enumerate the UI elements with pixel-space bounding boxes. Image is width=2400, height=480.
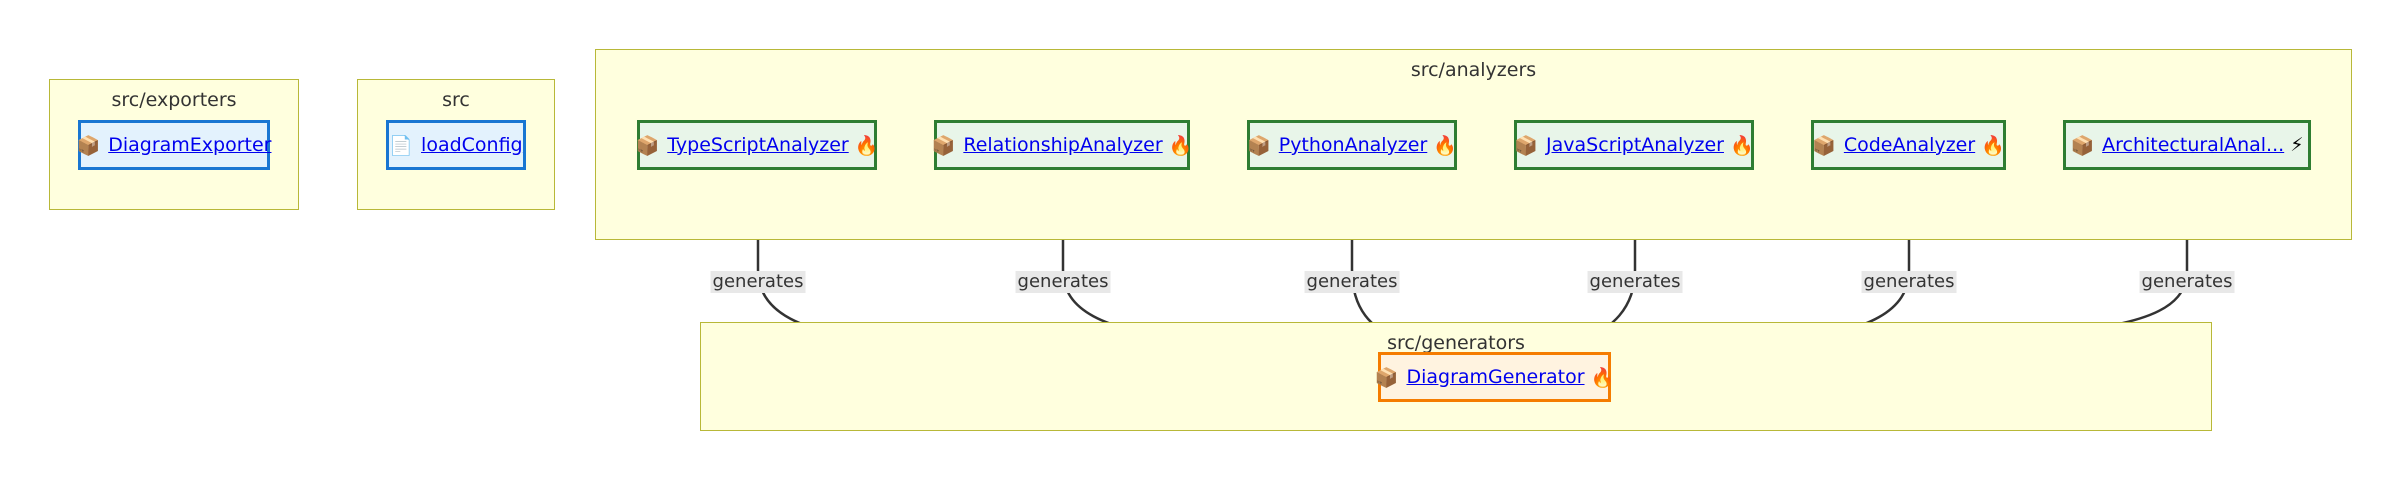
package-icon: 📦: [1247, 134, 1271, 157]
fire-icon: 🔥: [1168, 134, 1193, 157]
edge-label: generates: [1587, 271, 1683, 293]
fire-icon: 🔥: [1590, 366, 1615, 389]
package-icon: 📦: [2070, 134, 2095, 157]
edge-label: generates: [2139, 271, 2235, 293]
lightning-icon: ⚡: [2290, 134, 2304, 156]
node-relationship-analyzer[interactable]: 📦 RelationshipAnalyzer 🔥: [931, 120, 1193, 170]
cluster-label: src/analyzers: [1410, 59, 1537, 81]
node-diagram-exporter[interactable]: 📦 DiagramExporter: [76, 120, 272, 170]
package-icon: 📦: [76, 134, 101, 157]
cluster-src-analyzers: src/analyzers: [595, 49, 2352, 240]
node-architectural-analyzer[interactable]: 📦 ArchitecturalAnal... ⚡: [2063, 120, 2311, 170]
package-icon: 📦: [635, 134, 660, 157]
node-code-analyzer[interactable]: 📦 CodeAnalyzer 🔥: [1811, 120, 2006, 170]
document-icon: 📄: [389, 134, 414, 157]
node-link[interactable]: loadConfig: [421, 134, 523, 156]
package-icon: 📦: [931, 134, 956, 157]
node-link[interactable]: ArchitecturalAnal...: [2102, 134, 2285, 156]
node-link[interactable]: TypeScriptAnalyzer: [667, 134, 849, 156]
node-link[interactable]: DiagramExporter: [108, 134, 272, 156]
node-load-config[interactable]: 📄 loadConfig: [386, 120, 526, 170]
node-typescript-analyzer[interactable]: 📦 TypeScriptAnalyzer 🔥: [635, 120, 879, 170]
node-python-analyzer[interactable]: 📦 PythonAnalyzer 🔥: [1247, 120, 1457, 170]
fire-icon: 🔥: [1981, 134, 2005, 157]
edge-label: generates: [710, 271, 806, 293]
node-link[interactable]: RelationshipAnalyzer: [963, 134, 1163, 156]
node-link[interactable]: CodeAnalyzer: [1843, 134, 1976, 156]
edge-label: generates: [1015, 271, 1111, 293]
cluster-label: src: [442, 89, 470, 111]
fire-icon: 🔥: [854, 134, 879, 157]
package-icon: 📦: [1374, 366, 1399, 389]
node-javascript-analyzer[interactable]: 📦 JavaScriptAnalyzer 🔥: [1514, 120, 1754, 170]
fire-icon: 🔥: [1433, 134, 1457, 157]
edge-label: generates: [1861, 271, 1957, 293]
node-diagram-generator[interactable]: 📦 DiagramGenerator 🔥: [1374, 352, 1614, 402]
node-link[interactable]: JavaScriptAnalyzer: [1546, 134, 1724, 156]
package-icon: 📦: [1812, 134, 1836, 157]
node-link[interactable]: PythonAnalyzer: [1278, 134, 1428, 156]
package-icon: 📦: [1514, 134, 1539, 157]
cluster-label: src/exporters: [111, 89, 237, 111]
fire-icon: 🔥: [1729, 134, 1754, 157]
cluster-label: src/generators: [1387, 332, 1525, 354]
edge-label: generates: [1304, 271, 1400, 293]
node-link[interactable]: DiagramGenerator: [1406, 366, 1585, 388]
